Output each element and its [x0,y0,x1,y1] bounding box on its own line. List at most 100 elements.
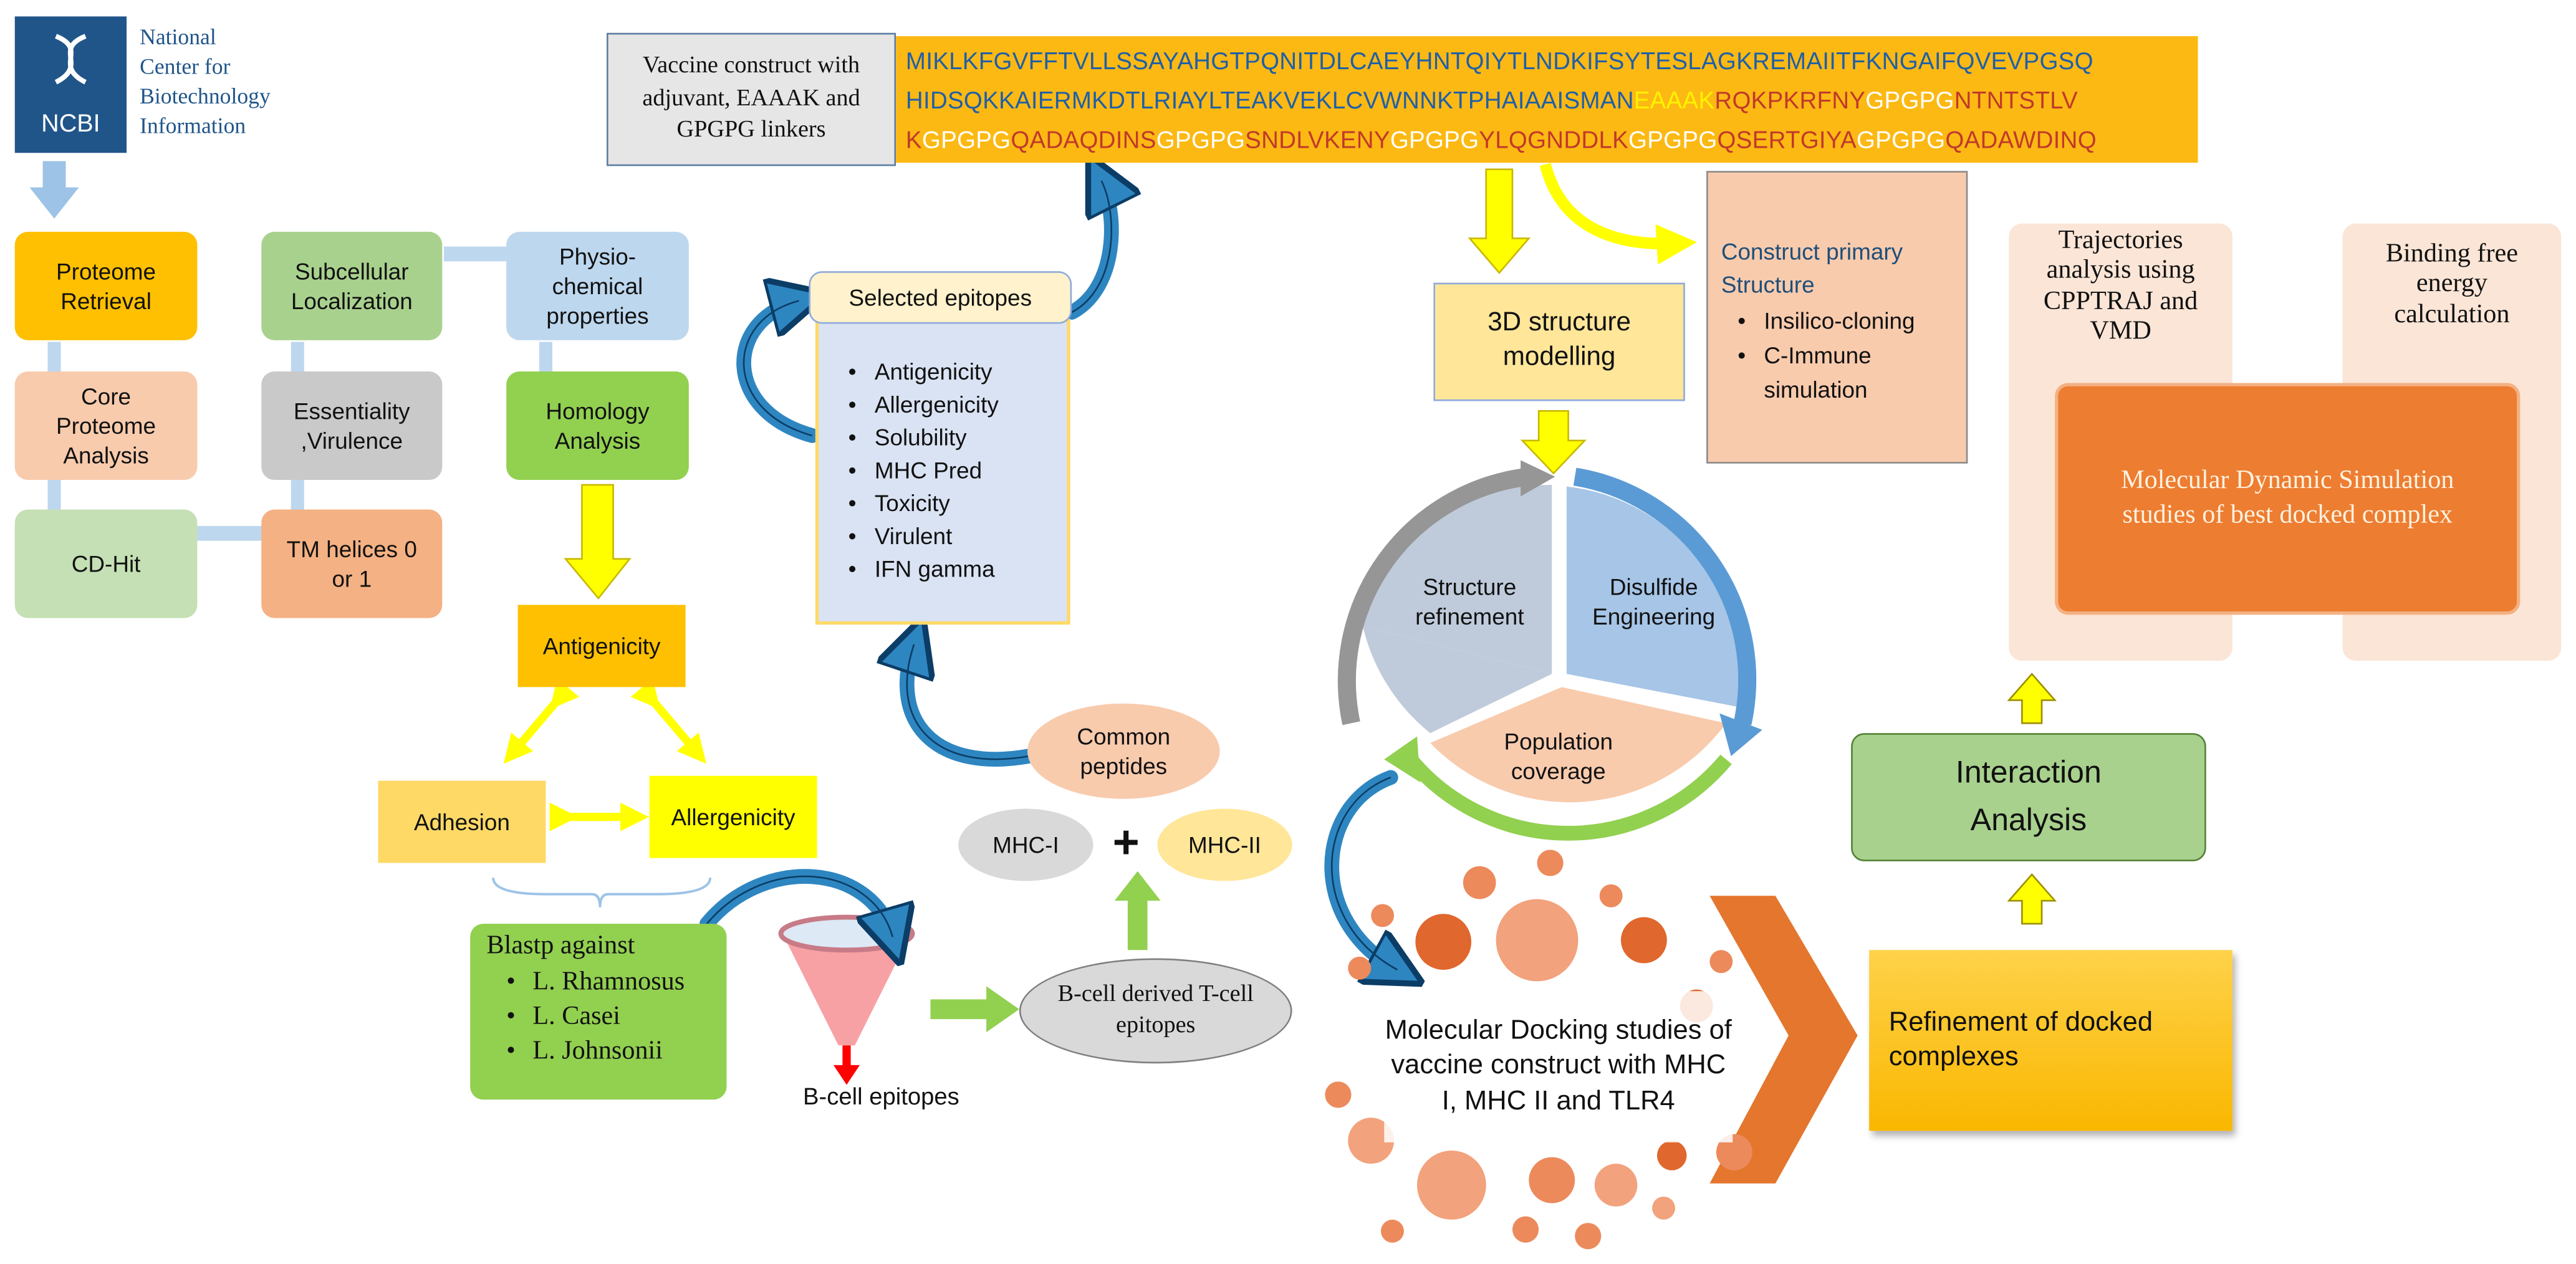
bubble [1417,1151,1486,1220]
list-item: Allergenicity [848,388,999,421]
bubble [1380,1219,1404,1243]
blastp-bracket [492,878,712,907]
sequence-line-3: KGPGPGQADAQDINSGPGPGSNDLVKENYGPGPGYLQGND… [906,122,2188,161]
plus-sign: + [1112,816,1140,868]
ncbi-name-line: National [140,24,216,50]
refinement-to-interaction-arrow [2007,873,2057,925]
bubble [1620,917,1667,964]
refinement-cycle [1337,460,1762,841]
ncbi-name-line: Biotechnology [140,84,271,109]
list-item: C-Immune simulation [1737,338,1953,408]
selected-epitopes-list: Antigenicity Allergenicity Solubility MH… [815,318,1070,625]
list-item: MHC Pred [848,454,999,487]
list-item: L. Rhamnosus [506,965,685,999]
adhesion-box: Adhesion [378,780,546,863]
mhc-i-ellipse: MHC-I [958,808,1093,881]
ncbi-logo-text: NCBI [41,109,100,138]
ncbi-down-arrow [29,161,79,219]
sequence-segment: QSERTGIYA [1717,128,1857,155]
population-coverage-label: Population coverage [1504,727,1613,784]
bubble [1371,904,1395,927]
blastp-title: Blastp against [486,932,635,960]
sequence-to-3d-arrow [1468,168,1531,274]
construct-primary-box: Construct primary Structure Insilico-clo… [1706,171,1968,464]
bubble [1656,1141,1687,1171]
bubble [1325,1081,1352,1108]
blastp-box: Blastp against L. Rhamnosus L. Casei L. … [470,924,727,1100]
b-cell-epitopes-label: B-cell epitopes [802,1084,959,1111]
sequence-segment: GPGPG [1628,128,1718,155]
md-simulation-box: Molecular Dynamic Simulation studies of … [2055,383,2521,615]
sequence-segment: GPGPG [1390,128,1479,155]
sequence-line-1: MIKLKFGVFFTVLLSSAYAHGTPQNITDLCAEYHNTQIYT… [906,43,2188,82]
3d-modelling-box: 3D structure modelling [1433,282,1685,401]
sequence-segment: MIKLKFGVFFTVLLSSAYAHGTPQNITDLCAEYHNTQIYT… [905,49,2093,76]
binding-free-label: Binding free energy calculation [2385,240,2518,328]
refinement-docked-box: Refinement of docked complexes [1869,950,2232,1131]
sequence-segment: RQKPKRFNY [1714,89,1866,115]
sequence-segment: EAAAK [1633,89,1715,115]
list-item: Toxicity [848,487,999,520]
sequence-line-2: HIDSQKKAIERMKDTLRIAYLTEAKVEKLCVWNNKTPHAI… [906,82,2188,122]
sequence-segment: GPGPG [1865,89,1954,115]
sequence-segment: QADAWDINQ [1945,128,2097,155]
list-item: Insilico-cloning [1737,304,1953,338]
list-item: L. Casei [506,999,685,1033]
dna-helix-icon [54,33,87,84]
cd-hit-box: CD-Hit [14,509,198,618]
list-item: L. Johnsonii [506,1033,685,1068]
double-arrows [503,678,706,831]
antigenicity-box: Antigenicity [517,605,686,687]
common-peptides-ellipse: Common peptides [1027,703,1220,799]
list-item: Solubility [848,421,999,454]
list-item: Antigenicity [848,355,999,388]
bubble [1348,956,1372,980]
homology-to-antigenicity-arrow [564,484,632,600]
structure-refinement-label: Structure refinement [1415,573,1524,630]
homology-box: Homology Analysis [506,371,689,481]
bubble [1496,899,1579,982]
b-cell-derived-ellipse: B-cell derived T-cell epitopes [1019,958,1292,1064]
ncbi-name-line: Information [140,113,246,138]
sequence-segment: YLQGNDDLK [1479,128,1629,155]
epitope-criteria-list: Antigenicity Allergenicity Solubility MH… [839,355,999,585]
ncbi-logo: NCBI [14,16,127,153]
3d-to-cycle-arrow [1520,409,1587,475]
bubble [1463,866,1496,899]
essentiality-box: Essentiality ,Virulence [261,371,443,481]
tcell-to-mhcii-arrow [1114,871,1161,950]
interaction-to-md-arrow [2007,673,2057,724]
sequence-segment: GPGPG [1156,128,1246,155]
core-proteome-box: Core Proteome Analysis [14,371,198,481]
proteome-retrieval-box: Proteome Retrieval [14,231,198,340]
ncbi-name-line: Center for [140,54,231,79]
bubble [1415,914,1472,970]
physio-box: Physio-chemical properties [506,231,689,340]
cluster-connectors [47,246,552,541]
tm-helices-box: TM helices 0 or 1 [261,509,443,618]
ncbi-name: National Center for Biotechnology Inform… [140,23,271,141]
sequence-segment: GPGPG [1856,128,1946,155]
docking-label: Molecular Docking studies of vaccine con… [1384,991,1733,1142]
subcellular-box: Subcellular Localization [261,231,443,340]
trajectories-label: Trajectories analysis using CPPTRAJ and … [2043,226,2198,346]
sequence-segment: GPGPG [921,128,1011,155]
construct-primary-list: Insilico-cloning C-Immune simulation [1721,304,1953,408]
docking-chevron [1709,896,1858,1184]
vaccine-construct-box: Vaccine construct with adjuvant, EAAAK a… [607,32,896,166]
sequence-segment: QADAQDINS [1011,128,1156,155]
sequence-segment: HIDSQKKAIERMKDTLRIAYLTEAKVEKLCVWNNKTPHAI… [905,89,1634,115]
sequence-to-primary-arrow [1539,163,1697,265]
disulfide-label: Disulfide Engineering [1592,573,1716,630]
bubble [1599,884,1623,907]
list-item: Virulent [848,519,999,552]
allergenicity-box: Allergenicity [649,775,817,858]
bubble [1575,1223,1602,1250]
sequence-segment: NTNTSTLV [1954,89,2078,115]
selected-epitopes-title: Selected epitopes [809,271,1072,324]
bubble [1529,1157,1575,1204]
bubble [1709,950,1733,974]
mhc-ii-ellipse: MHC-II [1157,808,1292,881]
